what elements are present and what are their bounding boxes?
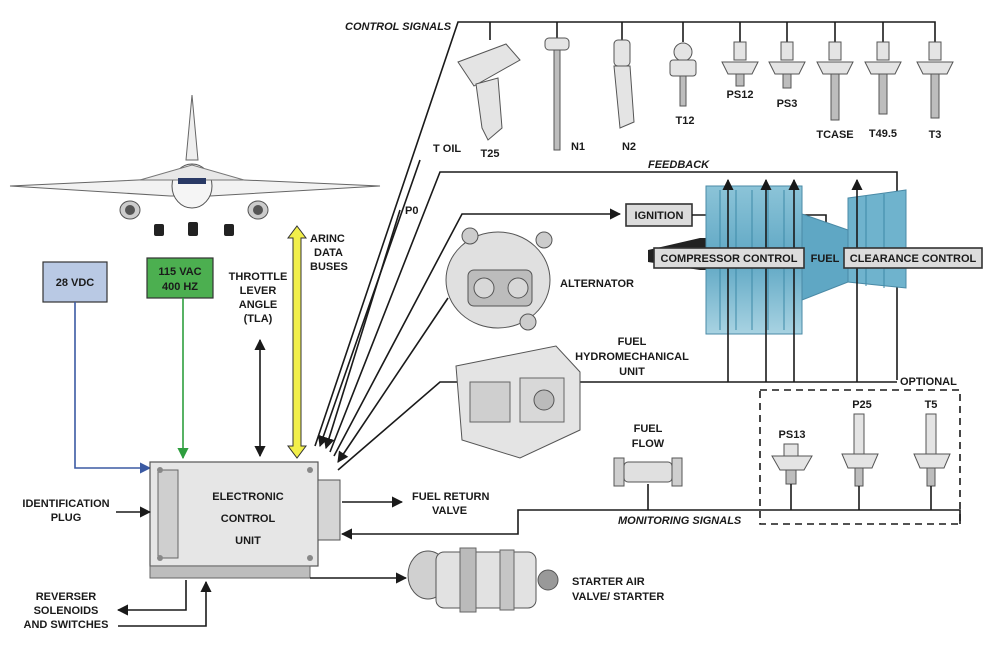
reverser-label-2: SOLENOIDS xyxy=(34,605,99,617)
reverser-label-3: AND SWITCHES xyxy=(24,619,109,631)
t-oil-line xyxy=(318,159,421,448)
alternator-illustration xyxy=(445,227,553,331)
id-plug-label-1: IDENTIFICATION xyxy=(22,498,109,510)
ignition-label: IGNITION xyxy=(635,210,684,222)
sensor-n2-icon xyxy=(613,39,635,129)
throttle-label-1: THROTTLE xyxy=(229,271,288,283)
optional-label: OPTIONAL xyxy=(900,376,957,388)
sensor-t12-icon xyxy=(669,42,697,107)
p0-label: P0 xyxy=(405,205,418,217)
sensor-label-ps12: PS12 xyxy=(727,89,754,101)
fuel-hmu-label-3: UNIT xyxy=(619,366,645,378)
arinc-label-1: ARINC xyxy=(310,233,345,245)
dc-power-label: 28 VDC xyxy=(56,277,95,289)
fuel-flow-label-1: FUEL xyxy=(634,423,663,435)
fuel-return-label-1: FUEL RETURN xyxy=(412,491,489,503)
ecu-label-2: CONTROL xyxy=(221,513,276,525)
sensor-label-n1: N1 xyxy=(571,141,585,153)
reverser-label-1: REVERSER xyxy=(36,591,97,603)
t-oil-label: T OIL xyxy=(433,143,461,155)
throttle-label-2: LEVER xyxy=(240,285,277,297)
sensor-label-tcase: TCASE xyxy=(816,129,853,141)
sensor-label-t3: T3 xyxy=(929,129,942,141)
sensor-ps13-icon xyxy=(771,443,813,485)
sensor-label-t12: T12 xyxy=(676,115,695,127)
monitoring-signals-label: MONITORING SIGNALS xyxy=(618,515,742,527)
ignition-line xyxy=(333,208,622,457)
reverser-out-line xyxy=(116,580,187,616)
alternator-line xyxy=(337,297,449,463)
clearance-control-label: CLEARANCE CONTROL xyxy=(850,253,977,265)
sensor-label-n2: N2 xyxy=(622,141,636,153)
sensor-label-t25: T25 xyxy=(481,148,500,160)
throttle-label-3: ANGLE xyxy=(239,299,278,311)
sensor-n1-icon xyxy=(544,37,570,151)
sensor-ps3-icon xyxy=(768,41,806,89)
fuel-return-label-2: VALVE xyxy=(432,505,467,517)
sensor-t3-icon xyxy=(916,41,954,119)
fuel-hmu-illustration xyxy=(455,345,581,459)
sensor-ps12-icon xyxy=(721,41,759,87)
airplane-illustration xyxy=(9,94,381,236)
fuel-flow-label-2: FLOW xyxy=(632,438,665,450)
sensor-tcase-icon xyxy=(816,41,854,121)
arinc-bus-arrow xyxy=(287,225,307,459)
ac-power-label-line2: 400 HZ xyxy=(162,281,198,293)
starter-label-2: VALVE/ STARTER xyxy=(572,591,664,603)
dc-power-box xyxy=(42,261,108,303)
control-signals-bus xyxy=(314,21,936,447)
sensor-t25-icon xyxy=(457,43,521,141)
starter-label-1: STARTER AIR xyxy=(572,576,645,588)
fuel-hmu-label-1: FUEL xyxy=(618,336,647,348)
control-signals-label: CONTROL SIGNALS xyxy=(345,21,452,33)
ac-power-box xyxy=(146,257,214,299)
fuel-engine-label: FUEL xyxy=(811,253,840,265)
p0-line xyxy=(323,209,401,450)
sensor-label-t495: T49.5 xyxy=(869,128,897,140)
ecu-label-1: ELECTRONIC xyxy=(212,491,284,503)
optional-sensor-label-p25: P25 xyxy=(852,399,872,411)
dc-power-line xyxy=(74,302,152,474)
sensor-p25-icon xyxy=(841,413,879,487)
throttle-label-4: (TLA) xyxy=(244,313,273,325)
compressor-control-label: COMPRESSOR CONTROL xyxy=(661,253,798,265)
electronic-control-unit xyxy=(149,461,341,579)
sensor-label-ps3: PS3 xyxy=(777,98,798,110)
ecu-label-3: UNIT xyxy=(235,535,261,547)
ac-power-label-line1: 115 VAC xyxy=(158,266,201,278)
clearance-control-box xyxy=(843,247,983,269)
sensor-t495-icon xyxy=(864,41,902,115)
compressor-control-box xyxy=(653,247,805,269)
fuel-hmu-label-2: HYDROMECHANICAL xyxy=(575,351,689,363)
optional-sensors-box xyxy=(759,389,961,525)
starter-illustration xyxy=(407,547,559,613)
fuel-flow-meter-icon xyxy=(613,457,683,487)
optional-sensor-label-ps13: PS13 xyxy=(779,429,806,441)
alternator-label: ALTERNATOR xyxy=(560,278,634,290)
feedback-label: FEEDBACK xyxy=(648,159,710,171)
reverser-in-line xyxy=(118,580,212,627)
arinc-label-3: BUSES xyxy=(310,261,348,273)
fuel-hmu-line xyxy=(337,381,897,471)
id-plug-label-2: PLUG xyxy=(51,512,82,524)
arinc-label-2: DATA xyxy=(314,247,343,259)
optional-sensor-label-t5: T5 xyxy=(925,399,938,411)
sensor-t5-icon xyxy=(913,413,951,487)
